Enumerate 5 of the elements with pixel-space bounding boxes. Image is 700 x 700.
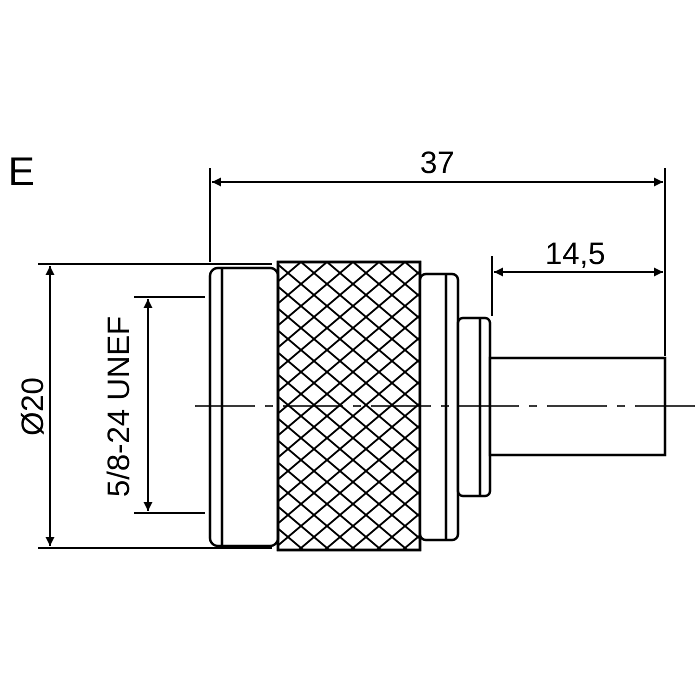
dimension-label: 14,5 [545, 238, 606, 269]
thread-label: 5/8-24 UNEF [102, 316, 134, 496]
view-letter: E [8, 152, 35, 192]
dimension-label: 37 [420, 147, 454, 178]
dimension-label: Ø20 [16, 376, 48, 436]
